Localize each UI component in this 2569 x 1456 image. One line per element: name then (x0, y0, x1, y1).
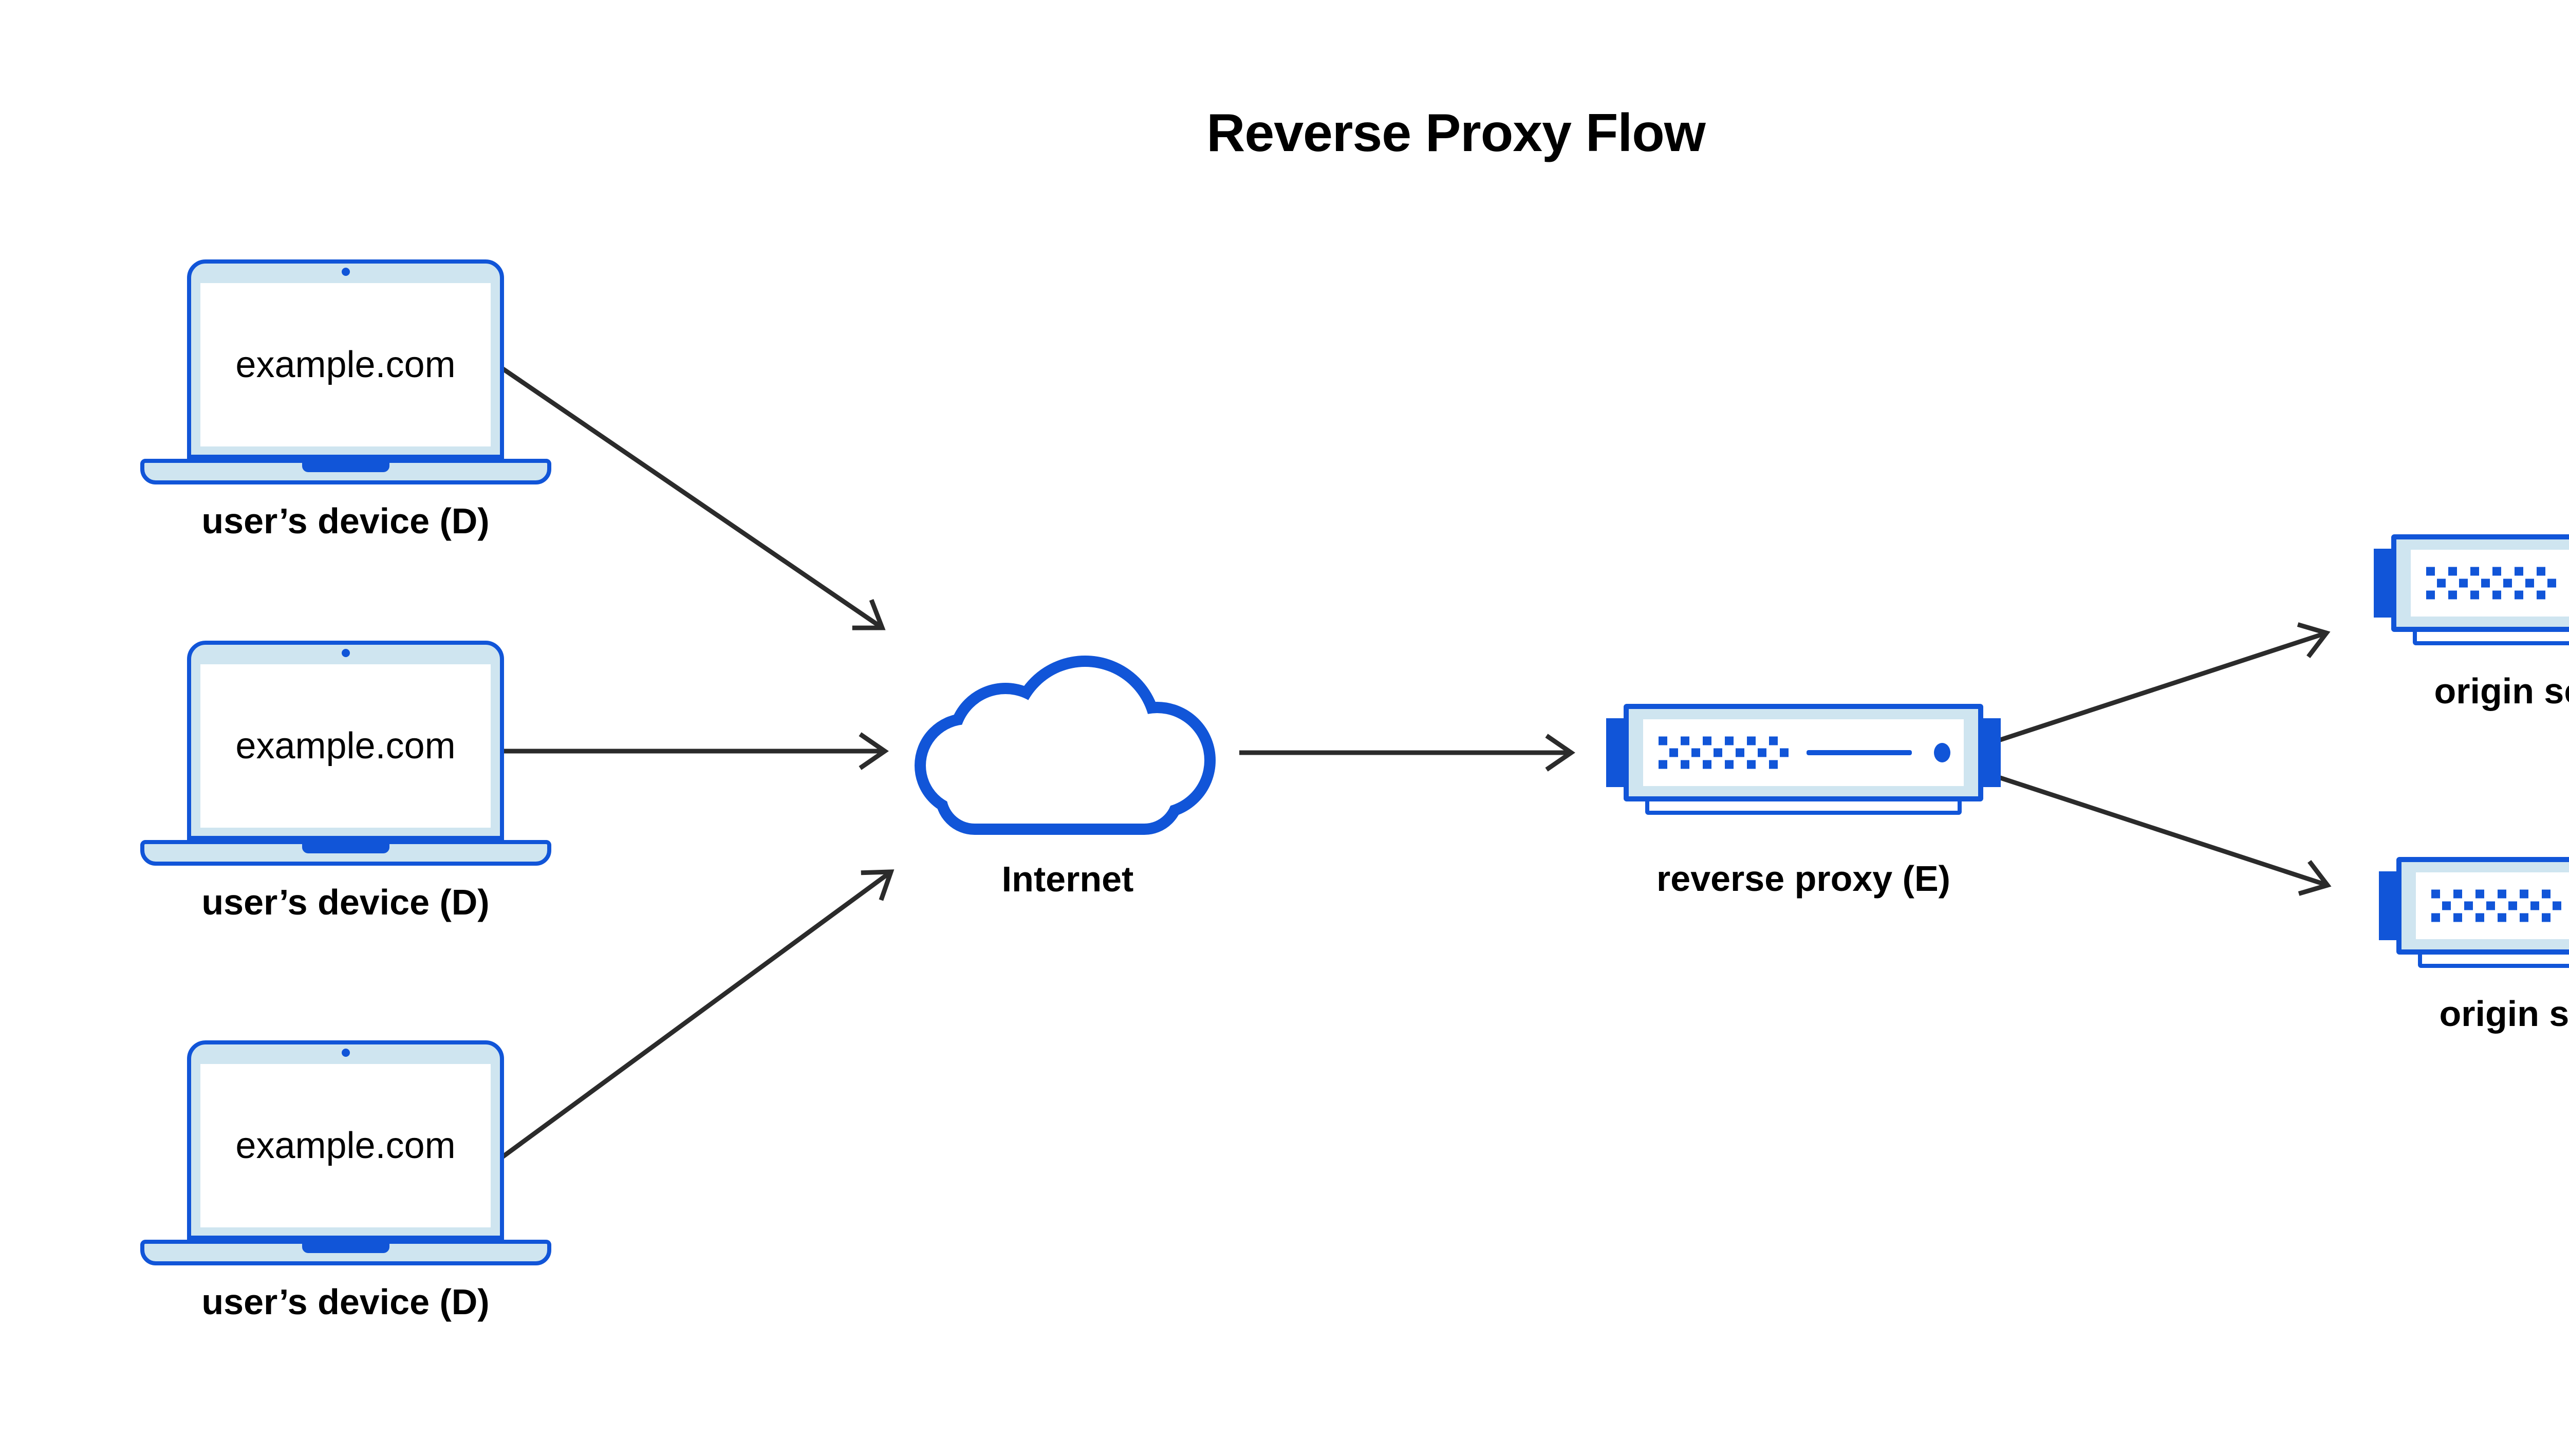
power-dot-icon (1934, 743, 1950, 762)
dot-row (2437, 578, 2556, 588)
screen-url-text: example.com (235, 344, 456, 385)
dot-row (1669, 748, 1789, 757)
origin-server-group-1: origin server (F) (2374, 534, 2569, 709)
laptop-base (140, 840, 551, 866)
vent-dot-matrix-icon (1659, 736, 1789, 769)
server-icon (2391, 534, 2569, 632)
laptop-icon: example.com (187, 641, 504, 840)
screen-url-text: example.com (235, 1125, 456, 1166)
laptop-icon: example.com (187, 259, 504, 459)
trackpad-notch (302, 844, 389, 853)
reverse-proxy-label: reverse proxy (E) (1656, 858, 1950, 899)
trackpad-notch (302, 1244, 389, 1253)
dot-row (2426, 567, 2545, 576)
user-device-group-3: example.com user’s device (D) (140, 1040, 551, 1320)
dot-row (2442, 901, 2561, 910)
device-label-1: user’s device (D) (201, 501, 490, 541)
screen-url-text: example.com (235, 725, 456, 767)
internet-label: Internet (1001, 859, 1134, 899)
laptop-icon: example.com (187, 1040, 504, 1240)
user-device-group-2: example.com user’s device (D) (140, 641, 551, 920)
origin-server-label-1: origin server (F) (2434, 671, 2569, 711)
arrow-proxy-to-origin1 (1993, 622, 2331, 744)
trackpad-notch (302, 463, 389, 472)
diagram-title: Reverse Proxy Flow (1206, 103, 1705, 163)
laptop-base (140, 1240, 551, 1265)
arrow-device3-to-internet (497, 869, 895, 1162)
device-label-2: user’s device (D) (201, 882, 490, 922)
arrow-proxy-to-origin2 (1991, 773, 2332, 896)
laptop-screen: example.com (200, 664, 491, 828)
server-front-panel (2411, 550, 2569, 617)
laptop-base (140, 459, 551, 484)
cloud-icon (915, 656, 1216, 835)
reverse-proxy-group: reverse proxy (E) (1606, 704, 2001, 897)
server-icon (1624, 704, 1983, 801)
laptop-screen: example.com (200, 1064, 491, 1227)
server-front-panel (2416, 872, 2569, 939)
dot-row (2426, 590, 2545, 600)
camera-dot-icon (341, 1049, 350, 1057)
dot-row (2431, 889, 2551, 899)
dot-row (2431, 913, 2551, 922)
origin-server-group-2: origin server (F) (2379, 857, 2569, 1032)
user-device-group-1: example.com user’s device (D) (140, 259, 551, 539)
origin-server-label-2: origin server (F) (2439, 994, 2569, 1034)
device-label-3: user’s device (D) (201, 1282, 490, 1322)
laptop-screen: example.com (200, 283, 491, 446)
arrow-device1-to-internet (500, 366, 886, 630)
server-front-panel (1643, 719, 1964, 786)
dot-row (1659, 760, 1778, 769)
vent-dot-matrix-icon (2426, 567, 2556, 600)
vent-dot-matrix-icon (2431, 889, 2561, 922)
internet-group: Internet (915, 637, 1220, 897)
camera-dot-icon (341, 649, 350, 657)
status-line-icon (1807, 750, 1912, 755)
camera-dot-icon (341, 268, 350, 276)
dot-row (1659, 736, 1778, 745)
server-icon (2396, 857, 2569, 955)
